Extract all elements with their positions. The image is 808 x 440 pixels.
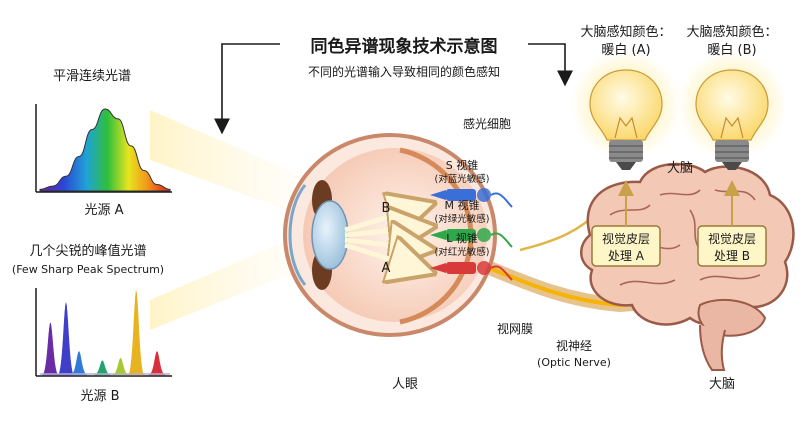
light-beams [150,110,300,330]
cone-name: S 视锥 [446,158,478,172]
cone-nucleus [477,188,491,202]
ray-label-b: B [382,201,391,216]
spectrum-b-peak-3 [70,351,88,376]
bulb-a-base [609,140,643,162]
spectrum-a-heading: 平滑连续光谱 [53,68,131,84]
cone-tip [430,230,446,240]
photoreceptor-label: 感光细胞 [463,116,511,131]
cone-tip [430,263,446,273]
bulb-b-glass [695,69,769,141]
brain-stem [699,324,726,371]
optic-nerve-label: 视神经 [556,338,592,353]
cone-3: L 视锥(对红光敏感) [430,231,513,281]
cortex-b-line2: 处理 B [714,249,750,263]
optic-nerve-label-en: (Optic Nerve) [537,356,611,369]
brain-caption: 大脑 [709,377,735,392]
spectrum-b-peak-5 [112,357,129,376]
cone-desc: (对蓝光敏感) [435,173,490,185]
ray-a-lower [344,245,418,268]
eye-group: B A S 视锥(对蓝光敏感)M 视锥(对绿光敏感)L 视锥(对红光敏感) 感光… [283,116,667,392]
cortex-a-line2: 处理 A [608,249,645,263]
perception-a-line2: 暖白 (A) [601,42,650,58]
cone-1: S 视锥(对蓝光敏感) [430,158,513,208]
bulb-b: 大脑感知颜色： 暖白 (B) [677,24,787,170]
title-block: 同色异谱现象技术示意图 不同的光谱输入导致相同的颜色感知 [214,36,573,135]
perception-b-line1: 大脑感知颜色： [686,24,777,40]
beam-b [150,235,300,330]
bulb-a-glass [589,69,663,141]
perception-b-line2: 暖白 (B) [707,42,756,58]
brain-outline [580,162,795,326]
bulb-b-threads [715,145,749,159]
spectrum-b-heading-en: (Few Sharp Peak Spectrum) [12,263,164,276]
cone-name: M 视锥 [445,198,480,212]
spectrum-b-peak-4 [94,360,111,376]
retina-label: 视网膜 [497,321,533,336]
title-arrow-right [528,43,573,87]
perception-a-line1: 大脑感知颜色： [580,24,671,40]
cone-name: L 视锥 [446,231,478,245]
cortex-b-line1: 视觉皮层 [708,231,756,246]
spectrum-a-group: 平滑连续光谱 光源 A [35,68,172,218]
cerebellum [697,298,767,337]
source-b-label: 光源 B [80,389,119,404]
spectrum-a-curve [39,108,171,192]
cone-axon [490,192,513,208]
bulb-b-tip [722,162,742,170]
eye-lens [311,200,349,270]
cornea [288,184,307,286]
spectrum-b-plot [40,290,170,376]
title-arrow-left [214,43,280,135]
bulb-b-filament [720,116,744,139]
eye-caption: 人眼 [392,377,418,392]
bulb-b-base [715,140,749,162]
brain-label-top: 大脑 [667,161,693,176]
brain-group: 视觉皮层 处理 A 视觉皮层 处理 B 大脑 大脑 [580,161,795,392]
ray-label-a: A [382,261,391,276]
bulb-a-tip [616,162,636,170]
cone-tip [430,190,446,200]
bulb-a-threads [609,145,643,159]
cone-cells: S 视锥(对蓝光敏感)M 视锥(对绿光敏感)L 视锥(对红光敏感) [430,158,513,281]
spectrum-b-peak-1 [42,322,59,376]
spectrum-b-peak-6 [127,290,145,376]
page-title: 同色异谱现象技术示意图 [311,36,498,57]
spectrum-b-heading: 几个尖锐的峰值光谱 [29,243,146,259]
source-a-label: 光源 A [84,203,123,218]
spectrum-a-plot [39,108,171,192]
cone-axon [490,232,513,248]
cone-nucleus [477,228,491,242]
cone-nucleus [477,261,491,275]
bulb-a: 大脑感知颜色： 暖白 (A) [571,24,681,170]
cone-body [446,262,476,274]
bulb-a-filament [614,116,638,139]
spectrum-b-group: 几个尖锐的峰值光谱 (Few Sharp Peak Spectrum) 光源 B [12,243,172,404]
cone-desc: (对绿光敏感) [435,213,490,225]
cortex-a-line1: 视觉皮层 [602,231,650,246]
page-subtitle: 不同的光谱输入导致相同的颜色感知 [308,64,500,79]
cone-2: M 视锥(对绿光敏感) [430,198,513,248]
spectrum-b-peak-2 [57,302,75,376]
beam-a [150,110,300,215]
cone-axon [490,265,513,281]
cone-desc: (对红光敏感) [435,246,490,258]
cone-body [446,189,476,201]
spectrum-b-peak-7 [148,351,166,376]
cone-body [446,229,476,241]
internal-rays [344,208,418,268]
